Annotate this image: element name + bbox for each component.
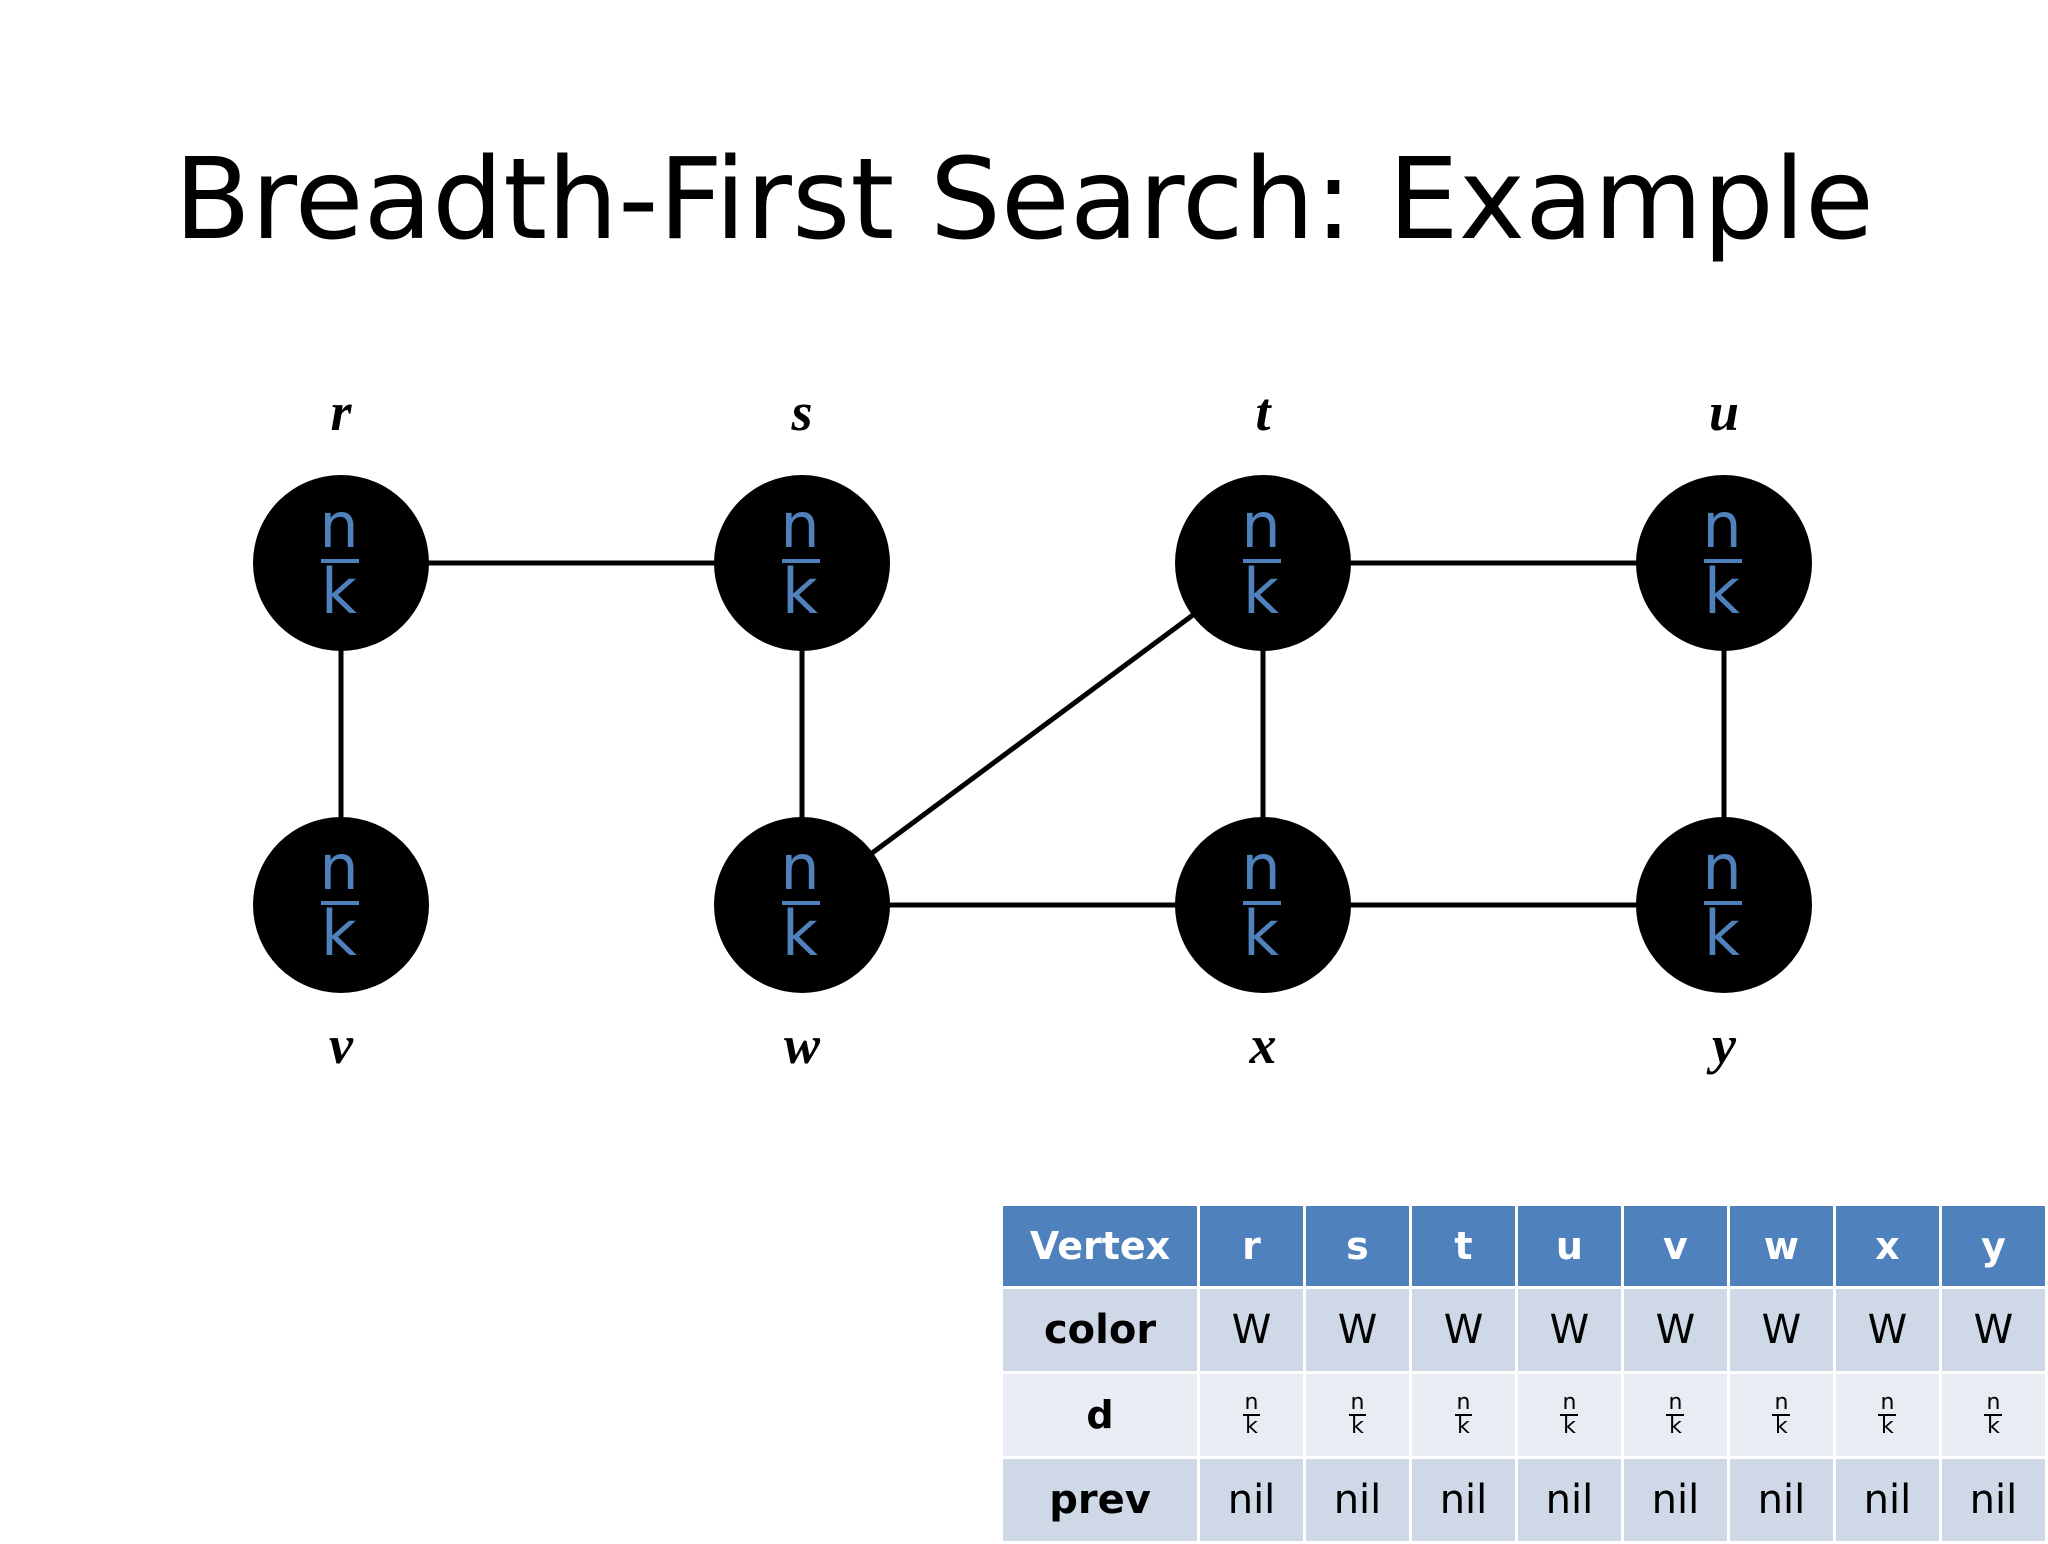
vertex-s-distance-denominator: k	[782, 555, 818, 628]
table-cell-prev-s: nil	[1303, 1456, 1412, 1544]
edge-t-w	[800, 560, 1265, 908]
table-cell-color-w: W	[1726, 1286, 1836, 1374]
table-cell-prev-y: nil	[1938, 1456, 2048, 1544]
table-cell-color-v: W	[1620, 1286, 1730, 1374]
vertex-t-distance-numerator: n	[1241, 489, 1280, 562]
vertex-w-distance-numerator: n	[780, 831, 819, 904]
table-cell-prev-x: nil	[1832, 1456, 1942, 1544]
vertex-t-distance-denominator: k	[1243, 555, 1279, 628]
table-header-t: t	[1408, 1203, 1518, 1289]
table-cell-prev-v: nil	[1620, 1456, 1730, 1544]
vertex-u-distance-numerator: n	[1702, 489, 1741, 562]
vertex-v-distance-numerator: n	[319, 831, 358, 904]
vertex-v-distance-denominator: k	[321, 897, 357, 970]
vertex-v-label: v	[329, 1015, 354, 1075]
table-header-x: x	[1832, 1203, 1942, 1289]
table-cell-color-r: W	[1197, 1286, 1306, 1374]
table-row-label: prev	[999, 1456, 1201, 1544]
table-cell-prev-w: nil	[1726, 1456, 1836, 1544]
vertex-y-distance-numerator: n	[1702, 831, 1741, 904]
table-cell-prev-r: nil	[1197, 1456, 1306, 1544]
table-cell-prev-t: nil	[1408, 1456, 1518, 1544]
table-cell-color-t: W	[1408, 1286, 1518, 1374]
table-header-r: r	[1197, 1203, 1306, 1289]
vertex-r-distance-numerator: n	[319, 489, 358, 562]
table-header-u: u	[1514, 1203, 1624, 1289]
table-header-s: s	[1303, 1203, 1412, 1289]
vertex-t-label: t	[1255, 382, 1272, 442]
table-header-vertex: Vertex	[999, 1203, 1201, 1289]
vertex-r-label: r	[330, 382, 352, 442]
vertex-x-label: x	[1249, 1015, 1277, 1075]
slide-title: Breadth-First Search: Example	[174, 135, 1874, 265]
table-cell-color-x: W	[1832, 1286, 1942, 1374]
table-cell-color-s: W	[1303, 1286, 1412, 1374]
table-row-label: color	[999, 1286, 1201, 1374]
vertex-w-distance-denominator: k	[782, 897, 818, 970]
table-row-label: d	[999, 1371, 1201, 1459]
vertex-r-distance-denominator: k	[321, 555, 357, 628]
table-header-y: y	[1938, 1203, 2048, 1289]
vertex-y-label: y	[1706, 1015, 1737, 1075]
vertex-y-distance-denominator: k	[1704, 897, 1740, 970]
vertex-u-label: u	[1709, 382, 1739, 442]
vertex-s-distance-numerator: n	[780, 489, 819, 562]
table-cell-color-y: W	[1938, 1286, 2048, 1374]
table-header-w: w	[1726, 1203, 1836, 1289]
vertex-u-distance-denominator: k	[1704, 555, 1740, 628]
vertex-x-distance-denominator: k	[1243, 897, 1279, 970]
table-cell-prev-u: nil	[1514, 1456, 1624, 1544]
table-cell-color-u: W	[1514, 1286, 1624, 1374]
vertex-s-label: s	[790, 382, 812, 442]
table-header-v: v	[1620, 1203, 1730, 1289]
vertex-x-distance-numerator: n	[1241, 831, 1280, 904]
vertex-w-label: w	[784, 1015, 821, 1075]
